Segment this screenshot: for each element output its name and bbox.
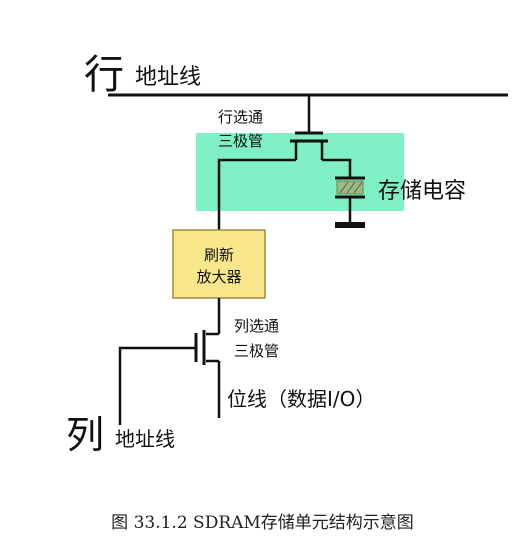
amplifier-line2: 放大器 [196,268,241,286]
capacitor-hatch [353,181,363,194]
capacitor-dielectric [336,180,364,195]
refresh-amplifier [172,229,266,299]
sdram-cell-diagram: 行 地址线 行选通 三极管 存储电容 刷新 放大器 列选通 三极管 位线（数据I… [66,52,508,457]
capacitor-hatch [346,181,356,194]
row-wire-right [322,158,352,178]
figure-caption: 图 33.1.2 SDRAM存储单元结构示意图 [111,513,414,533]
col-gate-wire [118,346,196,425]
col-transistor-line1: 列选通 [234,317,279,335]
row-big-char: 行 [84,52,124,98]
row-transistor-line1: 行选通 [218,108,263,126]
capacitor-hatch [339,181,349,194]
cell-highlight [196,133,404,211]
capacitor-label: 存储电容 [378,179,466,204]
bit-line-label: 位线（数据I/O） [227,387,375,411]
row-address-label: 地址线 [135,65,201,90]
row-transistor-line2: 三极管 [218,132,263,150]
col-big-char: 列 [66,413,104,457]
col-address-label: 地址线 [115,427,175,451]
row-wire-left [217,158,296,230]
amplifier-line1: 刷新 [204,246,234,264]
col-transistor-line2: 三极管 [234,342,279,360]
